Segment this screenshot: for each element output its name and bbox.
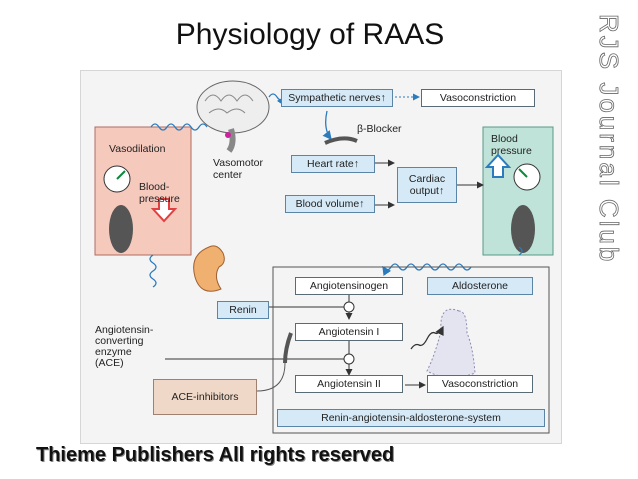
left-gauge-icon <box>103 165 133 253</box>
heart-rate-box: Heart rate↑ <box>291 155 375 173</box>
adrenal-icon <box>426 308 476 378</box>
raas-frame <box>272 266 550 434</box>
vasomotor-label: Vasomotor center <box>213 157 263 181</box>
arrow-up-blue-icon <box>484 153 512 178</box>
side-watermark-text: RJS Journal Club <box>594 14 624 264</box>
cardiac-output-box: Cardiac output↑ <box>397 167 457 203</box>
left-blood-pressure-label: Blood- pressure <box>139 181 180 205</box>
wave-right-up <box>518 246 523 256</box>
blood-volume-box: Blood volume↑ <box>285 195 375 213</box>
cleavage-circle-1 <box>343 301 355 313</box>
aldosterone-box: Aldosterone <box>427 277 533 295</box>
ace-inhibitors-box: ACE-inhibitors <box>153 379 257 415</box>
renin-box: Renin <box>217 301 269 319</box>
vasodilation-label: Vasodilation <box>109 143 166 155</box>
wave-brain-left <box>150 123 208 131</box>
vasoconstriction-bottom-box: Vasoconstriction <box>427 375 533 393</box>
slide-title: Physiology of RAAS <box>175 18 445 51</box>
wave-ang2-aldo <box>410 325 444 350</box>
diagram-graphics <box>94 80 554 434</box>
kidney-icon <box>193 245 225 292</box>
copyright-footer: Thieme Publishers All rights reserved <box>36 444 395 466</box>
arrow-down-pink-icon <box>150 198 178 223</box>
sympathetic-nerves-box: Sympathetic nerves↑ <box>281 89 393 107</box>
beta-blocker-label: β-Blocker <box>357 123 402 135</box>
wave-left-kidney <box>149 254 157 288</box>
raas-diagram: Vasodilation Blood- pressure Blood press… <box>80 70 562 444</box>
side-watermark: RJS Journal Club <box>594 14 625 265</box>
wave-aldo-volume <box>382 263 472 277</box>
line-ace-inhibitor <box>256 362 286 392</box>
ace-label: Angiotensin- converting enzyme (ACE) <box>95 324 154 369</box>
beta-blocker-bar <box>324 136 358 145</box>
right-gauge-icon <box>511 163 541 253</box>
vasoconstriction-top-box: Vasoconstriction <box>421 89 535 107</box>
raas-label: Renin-angiotensin-aldosterone-system <box>277 409 545 427</box>
angiotensin-2-box: Angiotensin II <box>295 375 403 393</box>
cleavage-circle-2 <box>343 353 355 365</box>
angiotensinogen-box: Angiotensinogen <box>295 277 403 295</box>
brain-icon <box>196 80 270 153</box>
beta-blocker-arrow <box>322 110 332 141</box>
angiotensin-1-box: Angiotensin I <box>295 323 403 341</box>
ace-inhibitor-bar <box>283 332 293 364</box>
right-blood-pressure-label: Blood pressure <box>491 133 532 157</box>
